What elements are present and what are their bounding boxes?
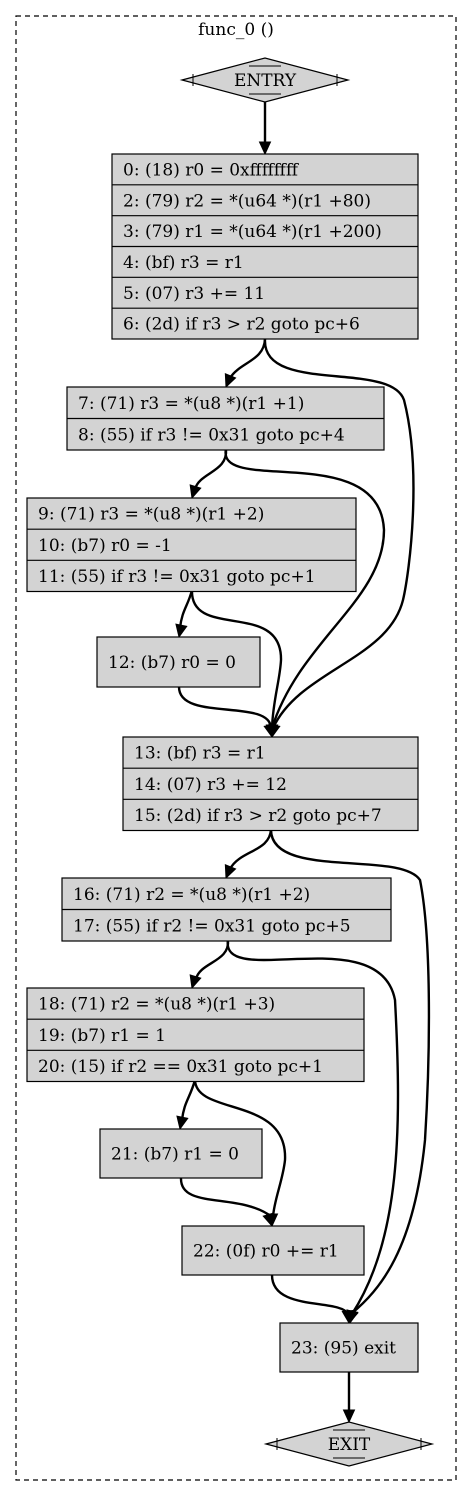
block-box bbox=[122, 736, 419, 832]
instruction-line: 8: (55) if r3 != 0x31 goto pc+4 bbox=[78, 425, 345, 445]
edge-arrowhead bbox=[224, 373, 237, 389]
exit-node: EXIT bbox=[263, 1421, 435, 1467]
entry-node: ENTRY bbox=[179, 57, 351, 103]
block-box bbox=[99, 1128, 263, 1179]
block-box bbox=[279, 1322, 419, 1373]
basic-block-b13: 13: (bf) r3 = r1 14: (07) r3 += 12 15: (2d… bbox=[122, 736, 419, 832]
instruction-line: 16: (71) r2 = *(u8 *)(r1 +2) bbox=[73, 885, 310, 905]
basic-block-b21: 21: (b7) r1 = 0 bbox=[99, 1128, 263, 1179]
edge-arrowhead bbox=[342, 1409, 356, 1424]
entry-node-label: ENTRY bbox=[234, 71, 297, 91]
basic-block-b12: 12: (b7) r0 = 0 bbox=[96, 636, 261, 688]
basic-block-b7: 7: (71) r3 = *(u8 *)(r1 +1) 8: (55) if r3… bbox=[66, 386, 385, 451]
instruction-line: 15: (2d) if r3 > r2 goto pc+7 bbox=[134, 806, 382, 826]
block-box bbox=[181, 1225, 365, 1276]
block-box bbox=[26, 987, 365, 1083]
edge-b7-to-b13 bbox=[224, 448, 386, 729]
block-box bbox=[96, 636, 261, 688]
edge-arrowhead bbox=[175, 623, 188, 639]
edge-arrowhead bbox=[176, 1115, 189, 1131]
basic-block-b23: 23: (95) exit bbox=[279, 1322, 419, 1373]
basic-block-b18: 18: (71) r2 = *(u8 *)(r1 +3) 19: (b7) r1 … bbox=[26, 987, 365, 1083]
edge-b12-to-b13 bbox=[177, 686, 273, 729]
instruction-line: 0: (18) r0 = 0xffffffff bbox=[123, 160, 300, 180]
instruction-line: 9: (71) r3 = *(u8 *)(r1 +2) bbox=[38, 505, 264, 525]
edge-b7-to-b9 bbox=[193, 448, 228, 490]
instruction-line: 19: (b7) r1 = 1 bbox=[38, 1026, 166, 1046]
edge-b21-to-b22 bbox=[179, 1177, 273, 1218]
edge-arrowhead bbox=[189, 974, 202, 990]
edge-b0-to-b7 bbox=[228, 338, 267, 379]
edge-b22-to-b23 bbox=[270, 1274, 350, 1315]
entry-node-shape bbox=[179, 57, 351, 103]
instruction-line: 7: (71) r3 = *(u8 *)(r1 +1) bbox=[78, 394, 304, 414]
edge-b9-to-b13 bbox=[190, 589, 283, 729]
nodes-layer: ENTRY EXIT 0: (18) r0 = 0xffffffff 2: (79) … bbox=[26, 57, 435, 1467]
edge-b13-to-b23 bbox=[269, 828, 431, 1315]
basic-block-b16: 16: (71) r2 = *(u8 *)(r1 +2) 17: (55) if … bbox=[61, 877, 392, 942]
instruction-line: 21: (b7) r1 = 0 bbox=[111, 1145, 239, 1165]
edge-arrowhead bbox=[224, 864, 237, 880]
exit-node-shape bbox=[263, 1421, 435, 1467]
instruction-line: 6: (2d) if r3 > r2 goto pc+6 bbox=[123, 315, 360, 335]
cluster-title: func_0 () bbox=[198, 20, 274, 40]
edge-b18-to-b21 bbox=[180, 1079, 197, 1121]
instruction-line: 20: (15) if r2 == 0x31 goto pc+1 bbox=[38, 1057, 323, 1077]
instruction-line: 17: (55) if r2 != 0x31 goto pc+5 bbox=[73, 916, 351, 936]
edge-arrowhead bbox=[263, 723, 276, 739]
instruction-line: 10: (b7) r0 = -1 bbox=[38, 536, 172, 556]
instruction-line: 11: (55) if r3 != 0x31 goto pc+1 bbox=[38, 567, 316, 587]
basic-block-b9: 9: (71) r3 = *(u8 *)(r1 +2) 10: (b7) r0 =… bbox=[26, 497, 357, 593]
edge-arrowhead bbox=[262, 1212, 275, 1228]
edge-arrowhead bbox=[341, 1309, 355, 1325]
instruction-line: 18: (71) r2 = *(u8 *)(r1 +3) bbox=[38, 995, 275, 1015]
basic-block-b0: 0: (18) r0 = 0xffffffff 2: (79) r2 = *(u6… bbox=[111, 153, 419, 340]
edge-b18-to-b22 bbox=[193, 1079, 287, 1218]
edge-arrowhead bbox=[258, 141, 272, 156]
block-box bbox=[26, 497, 357, 593]
edge-b9-to-b12 bbox=[178, 589, 194, 629]
instruction-line: 12: (b7) r0 = 0 bbox=[108, 653, 236, 673]
instruction-line: 13: (bf) r3 = r1 bbox=[134, 744, 266, 764]
edges-layer bbox=[175, 102, 431, 1424]
edge-b13-to-b16 bbox=[228, 828, 273, 870]
basic-block-b22: 22: (0f) r0 += r1 bbox=[181, 1225, 365, 1276]
edge-b16-to-b18 bbox=[194, 939, 230, 980]
instruction-line: 5: (07) r3 += 11 bbox=[123, 284, 265, 304]
instruction-line: 2: (79) r2 = *(u64 *)(r1 +80) bbox=[123, 191, 371, 211]
edge-b16-to-b23 bbox=[226, 939, 400, 1315]
exit-node-label: EXIT bbox=[328, 1435, 371, 1455]
cluster-border bbox=[15, 15, 457, 1481]
instruction-line: 23: (95) exit bbox=[291, 1339, 396, 1359]
edge-b0-to-b13 bbox=[263, 338, 415, 729]
edge-arrowhead bbox=[189, 484, 202, 500]
instruction-line: 22: (0f) r0 += r1 bbox=[193, 1242, 339, 1262]
instruction-line: 4: (bf) r3 = r1 bbox=[123, 253, 244, 273]
instruction-line: 14: (07) r3 += 12 bbox=[134, 775, 287, 795]
instruction-line: 3: (79) r1 = *(u64 *)(r1 +200) bbox=[123, 222, 382, 242]
